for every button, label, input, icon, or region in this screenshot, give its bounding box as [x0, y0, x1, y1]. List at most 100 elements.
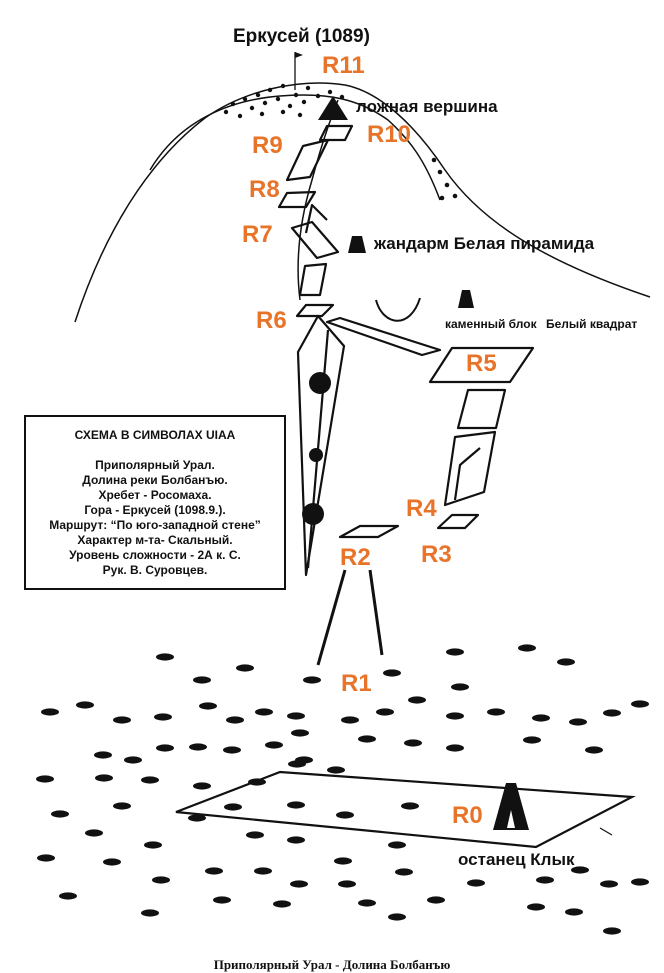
scree-stone — [291, 729, 309, 737]
legend-line: Характер м-та- Скальный. — [77, 533, 233, 547]
scree-stone — [376, 708, 394, 716]
route-label-r4: R4 — [406, 495, 437, 522]
scree-stone — [358, 899, 376, 907]
legend-line: Хребет - Росомаха. — [98, 488, 212, 502]
scree-stone — [144, 841, 162, 849]
route-label-r6: R6 — [256, 307, 287, 334]
pitch-r6 — [295, 303, 335, 318]
legend-line: Маршрут: “По юго-западной стене” — [49, 518, 261, 532]
scree-stone — [37, 854, 55, 862]
legend-line: Уровень сложности - 2А к. С. — [69, 548, 241, 562]
scree-stone — [152, 876, 170, 884]
scree-stone — [94, 751, 112, 759]
route-label-r1: R1 — [341, 670, 372, 697]
pitch-r9 — [285, 138, 330, 182]
pitch-r5 — [428, 346, 535, 384]
scree-stone — [193, 782, 211, 790]
main-buttress — [296, 314, 346, 577]
figure-caption: Приполярный Урал - Долина Болбанъю — [213, 957, 451, 972]
scree-stone — [600, 880, 618, 888]
scree-stone — [518, 644, 536, 652]
scree-stone — [603, 709, 621, 717]
scree-stone — [223, 746, 241, 754]
approach-lines — [316, 569, 384, 666]
legend-box: СХЕМА В СИМВОЛАХ UIAA Приполярный Урал. … — [24, 415, 286, 590]
scree-stone — [36, 775, 54, 783]
scree-stone — [76, 701, 94, 709]
false-peak-triangle — [318, 96, 348, 120]
ridge-outline-inner — [149, 94, 441, 201]
pitch-r10 — [318, 124, 354, 142]
scree-stone — [536, 876, 554, 884]
scree-stone — [287, 801, 305, 809]
scree-stone — [236, 664, 254, 672]
scree-stone — [334, 857, 352, 865]
scree-stone — [287, 836, 305, 844]
scree-stone — [85, 829, 103, 837]
scree-stone — [273, 900, 291, 908]
scree-stone — [408, 696, 426, 704]
scree-stone — [631, 878, 649, 886]
route-label-r10: R10 — [367, 121, 412, 148]
white-square-label: Белый квадрат — [546, 317, 638, 331]
gendarme-label: жандарм Белая пирамида — [374, 234, 595, 253]
scree-stone — [395, 868, 413, 876]
scree-stone — [188, 814, 206, 822]
scree-stone — [383, 669, 401, 677]
scree-stone — [327, 766, 345, 774]
scree-stone — [467, 879, 485, 887]
legend-line: Рук. В. Суровцев. — [102, 563, 208, 577]
base-platform — [175, 770, 636, 849]
scree-stone — [199, 702, 217, 710]
scree-stone — [401, 802, 419, 810]
stone-block-symbol — [458, 290, 474, 308]
scree-stone — [41, 708, 59, 716]
pitch-r7b — [304, 203, 328, 234]
stone-block-label: каменный блок — [445, 317, 537, 331]
summit-flag — [295, 52, 303, 58]
scree-stone — [246, 831, 264, 839]
scree-stone — [557, 658, 575, 666]
scree-stone — [569, 718, 587, 726]
scree-stone — [532, 714, 550, 722]
scree-stone — [404, 739, 422, 747]
summit-scree — [223, 83, 458, 201]
scree-stone — [51, 810, 69, 818]
scree-stone — [446, 712, 464, 720]
ridge-outline-left — [297, 99, 339, 301]
pitch-r6-upper — [298, 262, 328, 297]
gendarme-symbol — [348, 236, 366, 253]
scree-stone — [388, 913, 406, 921]
false-peak-label: ложная вершина — [356, 97, 498, 116]
scree-stone — [141, 909, 159, 917]
scree-stone — [288, 760, 306, 768]
pitch-r5-lower — [456, 388, 507, 430]
scree-stone — [95, 774, 113, 782]
scree-stone — [213, 896, 231, 904]
scree-stone — [113, 802, 131, 810]
scree-stone — [205, 867, 223, 875]
legend-title: СХЕМА В СИМВОЛАХ UIAA — [74, 428, 236, 442]
scree-stone — [141, 776, 159, 784]
scree-stone — [113, 716, 131, 724]
scree-stone — [265, 741, 283, 749]
route-label-r11: R11 — [322, 52, 365, 79]
scree-stone — [388, 841, 406, 849]
scree-stone — [427, 896, 445, 904]
legend-line: Долина реки Болбанъю. — [82, 473, 228, 487]
scree-stone — [303, 676, 321, 684]
scree-stone — [255, 708, 273, 716]
scree-stone — [565, 908, 583, 916]
scree-stone — [290, 880, 308, 888]
scree-stone — [59, 892, 77, 900]
scree-stone — [338, 880, 356, 888]
scree-stone — [523, 736, 541, 744]
scree-stone — [103, 858, 121, 866]
legend-line: Приполярный Урал. — [95, 458, 215, 472]
scree-stone — [287, 712, 305, 720]
pitch-r4-upper — [443, 430, 497, 507]
scree-stone — [571, 866, 589, 874]
scree-stone — [248, 778, 266, 786]
route-label-r8: R8 — [249, 176, 280, 203]
summit-label: Еркусей (1089) — [233, 26, 370, 47]
